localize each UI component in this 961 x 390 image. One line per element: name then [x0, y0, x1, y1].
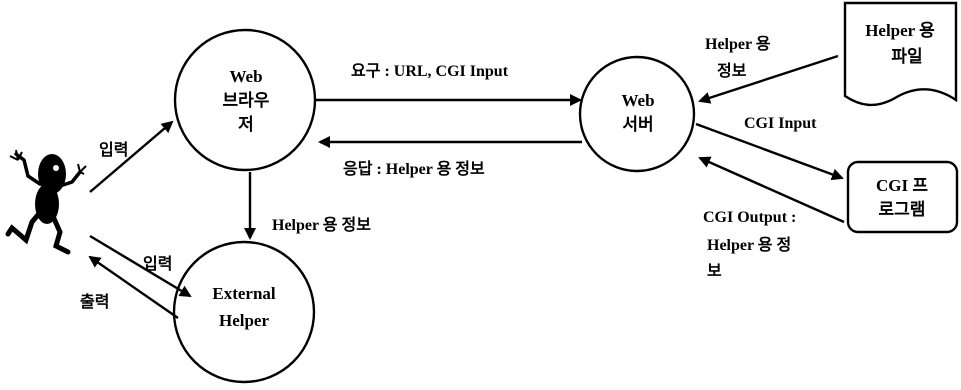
- web-server-node: Web 서버: [578, 55, 696, 173]
- user-figure: [5, 149, 87, 255]
- svg-text:요구 : URL, CGI Input: 요구 : URL, CGI Input: [351, 62, 509, 80]
- svg-text:CGI Output :: CGI Output :: [703, 209, 796, 226]
- external-helper-node: External Helper: [172, 240, 316, 384]
- svg-text:Helper: Helper: [219, 311, 269, 330]
- svg-text:Helper 용 정: Helper 용 정: [707, 236, 791, 254]
- svg-text:로그램: 로그램: [879, 200, 926, 219]
- user-to-helper-edge: 입력: [89, 234, 192, 298]
- server-to-cgi-edge: CGI Input: [695, 115, 844, 181]
- svg-text:입력: 입력: [99, 140, 128, 159]
- user-to-browser-edge: 입력: [89, 120, 174, 193]
- response-edge: 응답 : Helper 용 정보: [318, 136, 582, 178]
- request-edge: 요구 : URL, CGI Input: [316, 62, 582, 106]
- svg-text:입력: 입력: [143, 254, 172, 273]
- svg-text:보: 보: [707, 263, 722, 280]
- cgi-to-server-edge: CGI Output : Helper 용 정 보: [698, 156, 845, 280]
- helper-output-edge: 출력: [80, 255, 179, 319]
- svg-text:파일: 파일: [891, 47, 922, 66]
- helper-file-node: Helper 용 파일: [843, 1, 958, 107]
- svg-text:응답 : Helper 용 정보: 응답 : Helper 용 정보: [343, 159, 485, 178]
- svg-text:CGI 프: CGI 프: [876, 176, 928, 195]
- svg-text:Helper 용 정보: Helper 용 정보: [272, 216, 371, 234]
- svg-text:출력: 출력: [80, 292, 109, 311]
- svg-text:정보: 정보: [717, 62, 747, 80]
- helper-file-to-server-edge: Helper 용 정보: [698, 35, 839, 104]
- svg-text:서버: 서버: [622, 115, 653, 134]
- web-browser-node: Web 브라우 저: [173, 28, 317, 172]
- svg-text:CGI Input: CGI Input: [744, 115, 817, 132]
- browser-to-helper-edge: Helper 용 정보: [244, 172, 371, 240]
- svg-text:저: 저: [238, 115, 254, 134]
- svg-text:Helper 용: Helper 용: [865, 21, 935, 40]
- svg-text:External: External: [212, 284, 276, 303]
- svg-text:브라우: 브라우: [223, 91, 270, 110]
- svg-text:Web: Web: [621, 91, 654, 110]
- svg-text:Helper 용: Helper 용: [705, 35, 771, 53]
- cgi-program-node: CGI 프 로그램: [846, 160, 959, 234]
- svg-text:Web: Web: [229, 67, 262, 86]
